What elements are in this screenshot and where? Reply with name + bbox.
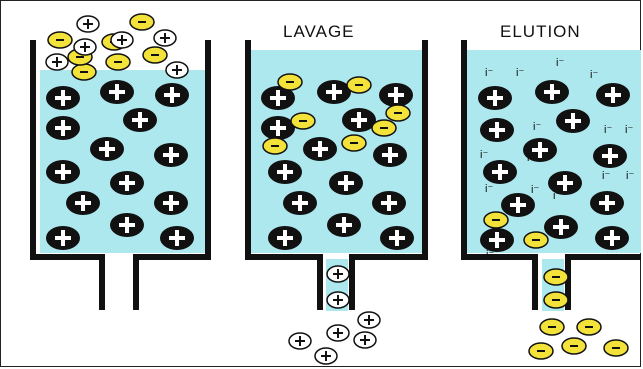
free-cation xyxy=(74,39,96,55)
free-cation xyxy=(327,266,349,282)
anion xyxy=(48,32,72,48)
free-cation xyxy=(315,348,337,364)
resin-bead xyxy=(46,86,80,110)
resin-bead xyxy=(110,171,144,195)
anion xyxy=(524,232,548,248)
resin-bead xyxy=(90,137,124,161)
anion xyxy=(263,138,287,154)
resin-bead xyxy=(590,191,624,215)
anion xyxy=(130,14,154,30)
resin-bead xyxy=(544,215,578,239)
resin-bead xyxy=(556,109,590,133)
anion xyxy=(484,212,508,228)
eluent-ion: i⁻ xyxy=(590,69,598,81)
resin-bead xyxy=(46,160,80,184)
resin-bead xyxy=(596,83,630,107)
anion xyxy=(540,319,564,335)
resin-bead xyxy=(123,108,157,132)
resin-bead xyxy=(372,191,406,215)
resin-bead xyxy=(110,213,144,237)
anion xyxy=(562,338,586,354)
resin-bead xyxy=(154,143,188,167)
eluent-ion: i⁻ xyxy=(516,67,524,79)
eluent-ion: i⁻ xyxy=(531,184,539,196)
eluent-ion: i⁻ xyxy=(604,124,612,136)
anion xyxy=(143,47,167,63)
resin-bead xyxy=(501,193,535,217)
anion xyxy=(278,74,302,90)
eluent-ion: i⁻ xyxy=(485,183,493,195)
eluent-ion: i⁻ xyxy=(626,170,634,182)
free-cation xyxy=(327,325,349,341)
resin-bead xyxy=(329,171,363,195)
resin-bead xyxy=(483,160,517,184)
free-cation xyxy=(289,333,311,349)
free-cation xyxy=(77,16,99,32)
free-cation xyxy=(354,332,376,348)
resin-bead xyxy=(66,191,100,215)
resin-bead xyxy=(593,144,627,168)
resin-bead xyxy=(283,191,317,215)
resin-bead xyxy=(155,83,189,107)
free-cation xyxy=(46,54,68,70)
resin-bead xyxy=(380,226,414,250)
anion xyxy=(604,340,628,356)
resin-bead xyxy=(268,160,302,184)
anion xyxy=(106,54,130,70)
anion xyxy=(291,113,315,129)
resin-bead xyxy=(46,116,80,140)
anion xyxy=(347,77,371,93)
free-cation xyxy=(111,32,133,48)
resin-bead xyxy=(46,226,80,250)
anion xyxy=(529,343,553,359)
resin-bead xyxy=(303,137,337,161)
eluent-ion: i⁻ xyxy=(486,249,494,261)
resin-bead xyxy=(100,80,134,104)
resin-bead xyxy=(160,226,194,250)
eluent-ion: i⁻ xyxy=(485,67,493,79)
free-cation xyxy=(327,292,349,308)
resin-bead xyxy=(154,191,188,215)
resin-bead xyxy=(327,213,361,237)
anion xyxy=(577,319,601,335)
resin-bead xyxy=(595,226,629,250)
resin-bead xyxy=(268,226,302,250)
eluent-ion: i⁻ xyxy=(533,121,541,133)
eluent-ion: i⁻ xyxy=(602,170,610,182)
free-cation xyxy=(154,30,176,46)
anion xyxy=(372,120,396,136)
resin-bead xyxy=(535,80,569,104)
resin-bead xyxy=(373,143,407,167)
anion xyxy=(544,292,568,308)
eluent-ion: i⁻ xyxy=(556,57,564,69)
anion xyxy=(342,135,366,151)
eluent-ion: i⁻ xyxy=(480,149,488,161)
free-cation xyxy=(166,62,188,78)
resin-bead xyxy=(317,80,351,104)
anion xyxy=(544,269,568,285)
resin-bead xyxy=(478,86,512,110)
resin-bead xyxy=(480,118,514,142)
resin-bead xyxy=(379,83,413,107)
eluent-ion: i⁻ xyxy=(553,190,561,202)
anion xyxy=(386,105,410,121)
eluent-ion: i⁻ xyxy=(625,124,633,136)
resin-bead xyxy=(342,108,376,132)
anion xyxy=(72,64,96,80)
eluent-ion: i⁻ xyxy=(527,152,535,164)
free-cation xyxy=(358,312,380,328)
resin-bead xyxy=(261,116,295,140)
